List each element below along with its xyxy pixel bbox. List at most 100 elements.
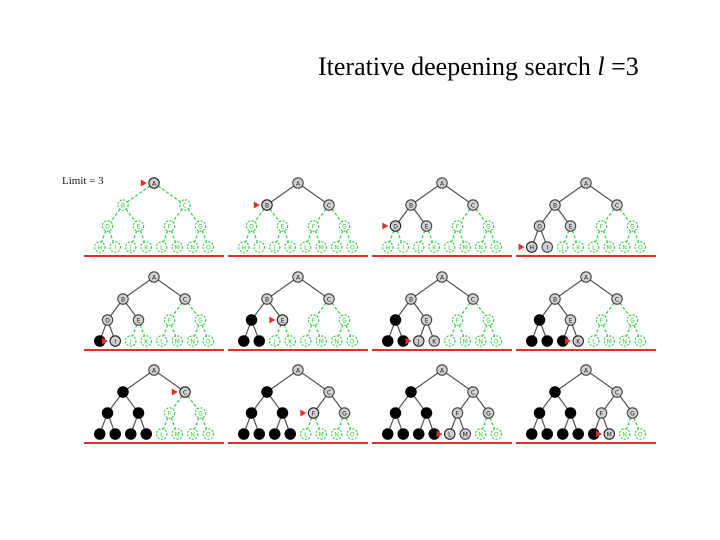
current-node-pointer-icon: [518, 243, 525, 251]
tree-node-f: [451, 220, 464, 232]
tree-node-a: [580, 271, 592, 283]
current-node-pointer-icon: [253, 201, 260, 209]
tree-edge: [305, 319, 315, 342]
tree-node-j: [556, 428, 569, 440]
tree-node-label: B: [409, 296, 413, 303]
tree-edge: [631, 319, 641, 342]
tree-node-k: [284, 428, 296, 440]
tree-node-label: C: [615, 389, 619, 396]
tree-node-g: [338, 407, 351, 419]
tree-node-l: [156, 241, 168, 253]
tree-node-label: O: [638, 431, 643, 438]
tree-node-b: [261, 386, 273, 398]
tree-edge: [153, 182, 186, 206]
tree-node-label: J: [129, 244, 132, 251]
tree-node-label: N: [191, 244, 196, 251]
tree-edge: [343, 412, 353, 435]
tree-node-label: N: [623, 431, 628, 438]
tree-node-h: [381, 428, 394, 440]
tree-node-label: N: [479, 338, 484, 345]
tree-node-o: [490, 428, 502, 440]
tree-node-n: [187, 241, 199, 253]
tree-edge: [192, 319, 202, 342]
tree-node-n: [187, 335, 199, 347]
current-node-pointer-icon: [140, 179, 147, 187]
tree-edge: [99, 225, 109, 248]
tree-node-h: [94, 428, 106, 440]
tree-node-label: N: [335, 338, 340, 345]
tree-node-m: [603, 428, 615, 440]
tree-edge: [130, 319, 140, 342]
tree-node-label: G: [342, 223, 347, 230]
tree-node-label: M: [463, 431, 468, 438]
tree-edge: [449, 225, 459, 248]
tree-node-label: A: [440, 180, 445, 187]
tree-node-c: [179, 293, 191, 305]
title-value: =3: [604, 52, 639, 81]
tree-node-label: G: [486, 410, 491, 417]
tree-edge: [168, 225, 178, 248]
tree-node-l: [156, 335, 168, 347]
tree-node-i: [253, 241, 266, 253]
tree-node-label: M: [319, 338, 324, 345]
tree-node-label: G: [486, 223, 491, 230]
tree-node-o: [346, 335, 358, 347]
tree-edge: [243, 225, 253, 248]
tree-node-label: C: [471, 296, 475, 303]
tree-node-label: M: [319, 244, 324, 251]
tree-node-f: [163, 220, 176, 232]
tree-edge: [593, 225, 603, 248]
tree-node-label: A: [440, 367, 445, 374]
tree-node-label: B: [265, 202, 269, 209]
tree-edge: [168, 412, 178, 435]
tree-node-i: [397, 428, 409, 440]
tree-node-c: [179, 199, 191, 211]
tree-edge: [122, 182, 155, 206]
tree-node-label: M: [607, 338, 612, 345]
tree-node-label: D: [393, 223, 398, 230]
tree-node-l: [587, 241, 600, 253]
tree-node-c: [611, 293, 623, 305]
tree-node-label: L: [448, 338, 452, 345]
tree-edge: [192, 225, 202, 248]
tree-node-c: [611, 386, 623, 398]
tree-node-label: L: [304, 338, 308, 345]
tree-node-g: [194, 220, 207, 232]
tree-node-d: [389, 314, 402, 326]
tree-node-d: [245, 314, 258, 326]
tree-node-j: [268, 241, 281, 253]
tree-node-d: [533, 220, 546, 232]
tree-edge: [480, 225, 490, 248]
current-node-pointer-icon: [300, 409, 307, 417]
tree-node-g: [482, 314, 495, 326]
tree-node-label: N: [623, 244, 628, 251]
tree-node-h: [238, 428, 250, 440]
tree-node-c: [467, 293, 479, 305]
tree-node-label: O: [494, 338, 499, 345]
tree-edge: [593, 319, 603, 342]
tree-node-label: N: [191, 431, 196, 438]
tree-node-i: [397, 241, 409, 253]
tree-node-b: [261, 293, 273, 305]
tree-node-label: A: [152, 180, 157, 187]
tree-node-label: L: [160, 431, 164, 438]
tree-node-g: [626, 407, 639, 419]
tree-node-c: [467, 386, 479, 398]
tree-node-label: N: [479, 244, 484, 251]
tree-node-label: O: [206, 244, 211, 251]
tree-node-f: [595, 220, 608, 232]
tree-node-c: [179, 386, 191, 398]
tree-node-o: [346, 428, 358, 440]
tree-node-label: A: [584, 274, 589, 281]
tree-node-b: [405, 293, 417, 305]
tree-node-label: F: [600, 410, 604, 417]
tree-node-l: [587, 335, 600, 347]
tree-node-n: [618, 335, 631, 347]
tree-edge: [441, 369, 474, 393]
tree-node-j: [268, 335, 281, 347]
tree-node-l: [299, 428, 312, 440]
